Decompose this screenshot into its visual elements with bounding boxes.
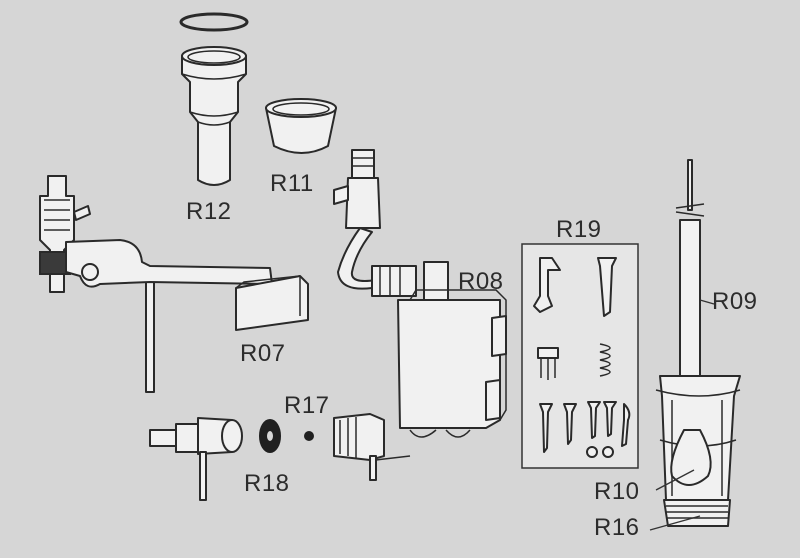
leader-r16 xyxy=(649,515,701,531)
label-r19: R19 xyxy=(556,216,602,243)
r07-valve-body xyxy=(39,175,75,293)
r11-cup xyxy=(265,107,337,154)
part-r12 xyxy=(179,12,249,186)
label-r07: R07 xyxy=(240,340,286,367)
r07-arm xyxy=(65,239,273,288)
label-r11: R11 xyxy=(270,170,314,197)
r16-threaded-base xyxy=(663,499,731,527)
r12-sleeve xyxy=(181,55,247,186)
part-r16 xyxy=(663,499,731,527)
r07-float xyxy=(235,275,309,331)
part-r07 xyxy=(39,175,309,393)
r08-hose xyxy=(337,227,377,290)
part-r19 xyxy=(521,243,639,469)
r09-tube xyxy=(679,219,701,391)
part-r10 xyxy=(670,429,712,486)
label-r12: R12 xyxy=(186,198,232,225)
r12-o-ring xyxy=(179,12,249,32)
r08-tank xyxy=(397,299,501,429)
leader-r09 xyxy=(699,299,715,305)
r09-rod xyxy=(687,159,693,211)
part-r17 xyxy=(259,413,411,481)
label-r10: R10 xyxy=(594,478,640,505)
r10-float-bulb xyxy=(670,429,712,486)
part-r11 xyxy=(265,98,337,154)
label-r09: R09 xyxy=(712,288,758,315)
part-r18 xyxy=(149,417,243,501)
label-r18: R18 xyxy=(244,470,290,497)
label-r17: R17 xyxy=(284,392,330,419)
label-r16: R16 xyxy=(594,514,640,541)
r17-nut xyxy=(333,413,385,461)
label-r08: R08 xyxy=(458,268,504,295)
part-r08 xyxy=(333,149,507,438)
r17-ring xyxy=(304,431,314,441)
leader-r10 xyxy=(655,469,695,491)
